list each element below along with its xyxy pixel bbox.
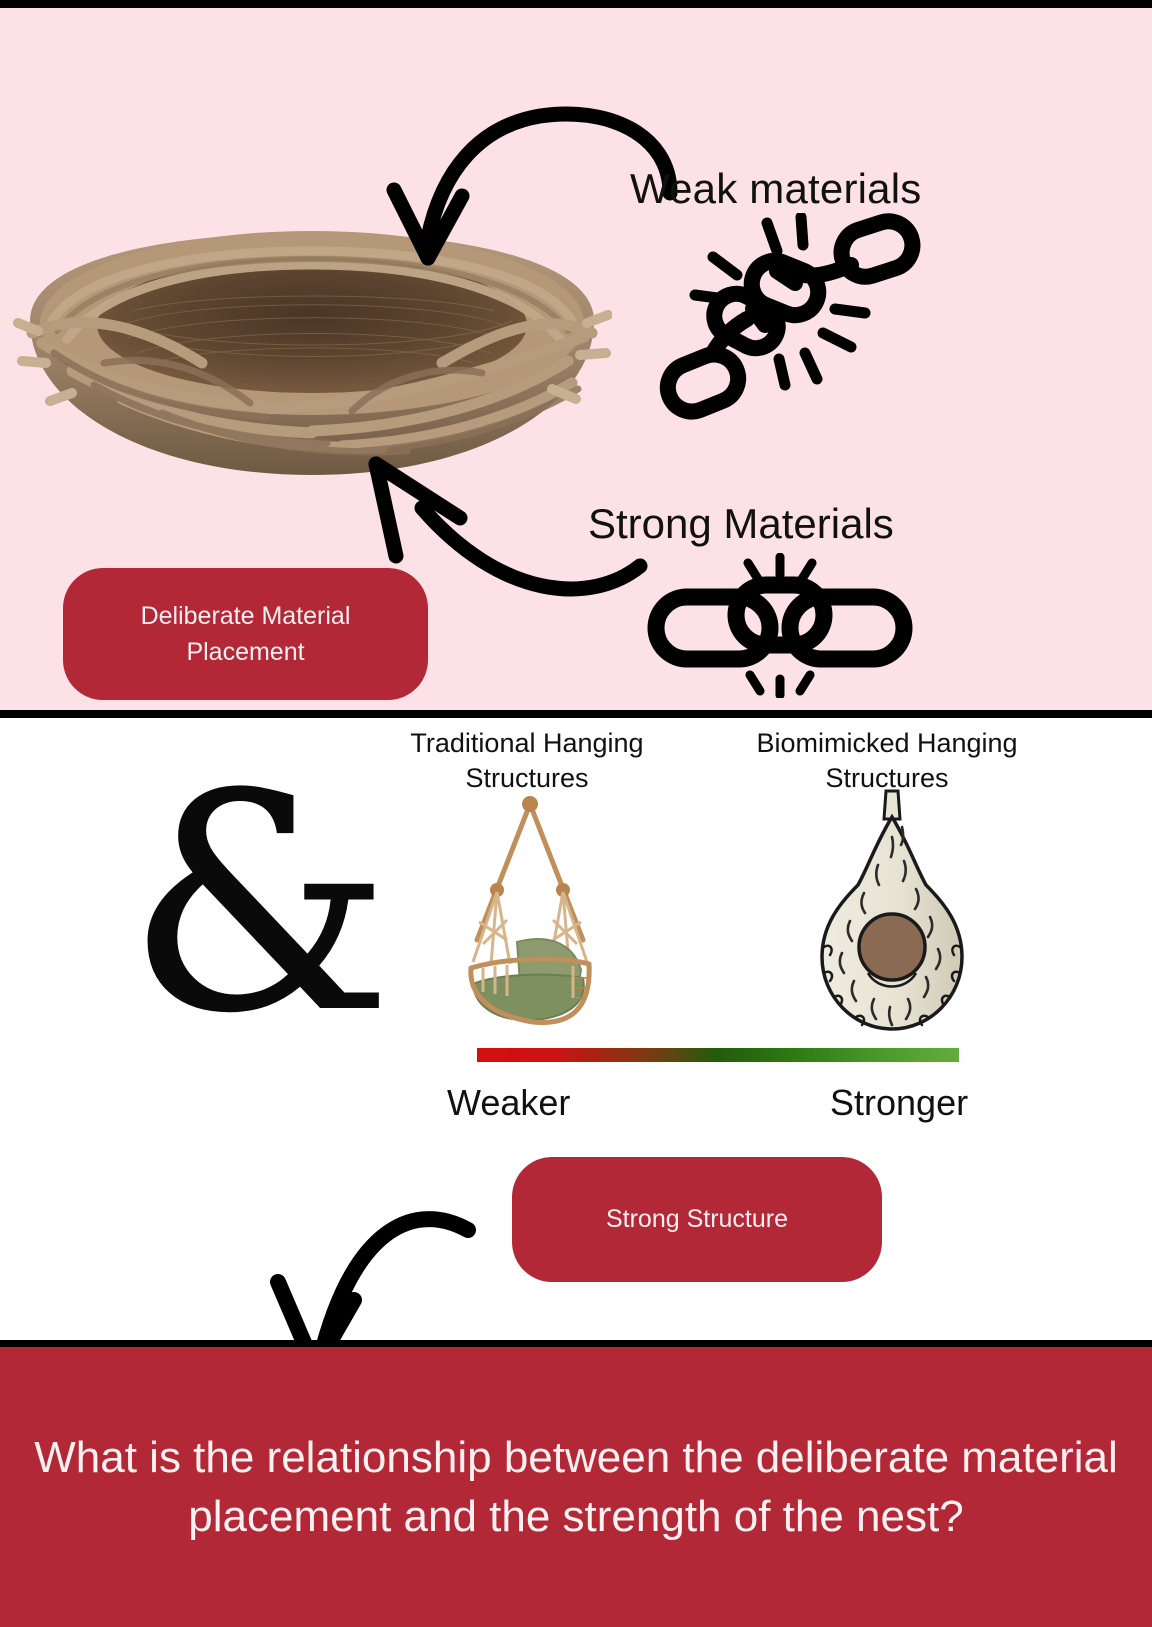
strength-gradient-bar (477, 1048, 959, 1062)
strong-structure-badge[interactable]: Strong Structure (512, 1157, 882, 1282)
deliberate-material-placement-badge[interactable]: Deliberate Material Placement (63, 568, 428, 700)
hanging-macrame-chair-icon (455, 792, 605, 1037)
question-banner: What is the relationship between the del… (0, 1340, 1152, 1627)
bird-nest-image (12, 203, 612, 498)
weak-materials-label: Weak materials (630, 165, 922, 212)
arrow-to-nest-top (370, 98, 690, 288)
biomimicked-structures-title: Biomimicked Hanging Structures (756, 728, 1018, 794)
scale-label-weaker: Weaker (447, 1082, 571, 1123)
strong-materials-label: Strong Materials (588, 500, 894, 547)
question-text: What is the relationship between the del… (34, 1432, 1118, 1541)
weaver-bird-nest-icon (812, 785, 972, 1035)
chain-link-icon (640, 552, 920, 700)
scale-label-stronger: Stronger (830, 1082, 969, 1123)
traditional-structures-title: Traditional Hanging Structures (410, 728, 644, 794)
top-pink-panel: Weak materials (0, 0, 1152, 718)
broken-chain-icon (655, 211, 925, 423)
ampersand-symbol: & (126, 730, 394, 1079)
arrow-to-nest-bottom (340, 448, 660, 608)
